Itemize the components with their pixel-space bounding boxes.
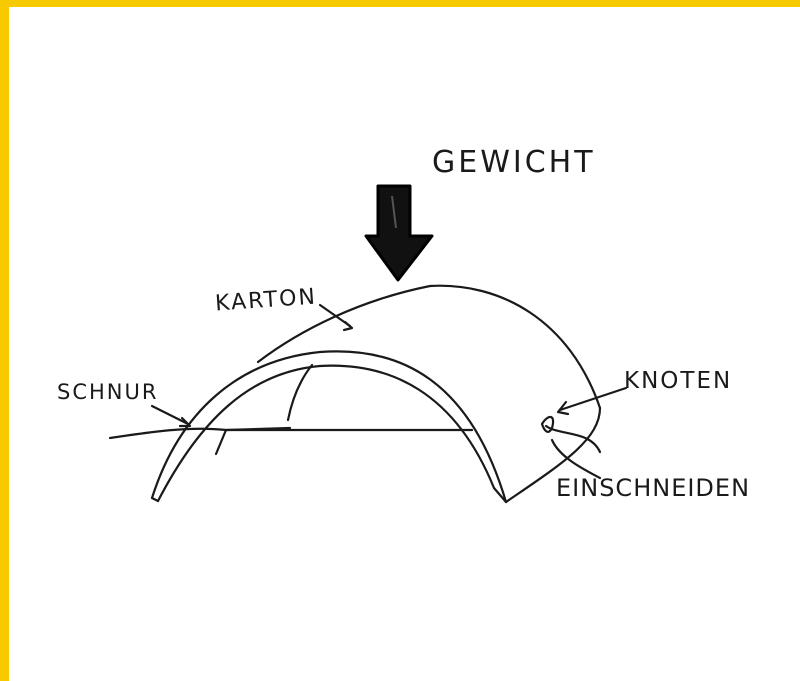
- label-gewicht: GEWICHT: [432, 145, 596, 180]
- cardboard-back-arch: [286, 363, 314, 422]
- label-einschneiden: EINSCHNEIDEN: [556, 474, 751, 502]
- cardboard-top-edge: [256, 284, 602, 410]
- weight-arrow-icon: [364, 184, 434, 282]
- label-knoten: KNOTEN: [624, 368, 733, 394]
- cardboard-front-outer-arch: [150, 350, 508, 504]
- schnur-leader: [150, 404, 190, 426]
- cardboard-right-side: [504, 406, 602, 504]
- cardboard-front-inner-arch: [156, 364, 496, 503]
- einschneiden-leader: [550, 438, 602, 480]
- string-line: [108, 427, 474, 440]
- knoten-leader: [558, 386, 628, 412]
- label-schnur: SCHNUR: [57, 380, 159, 404]
